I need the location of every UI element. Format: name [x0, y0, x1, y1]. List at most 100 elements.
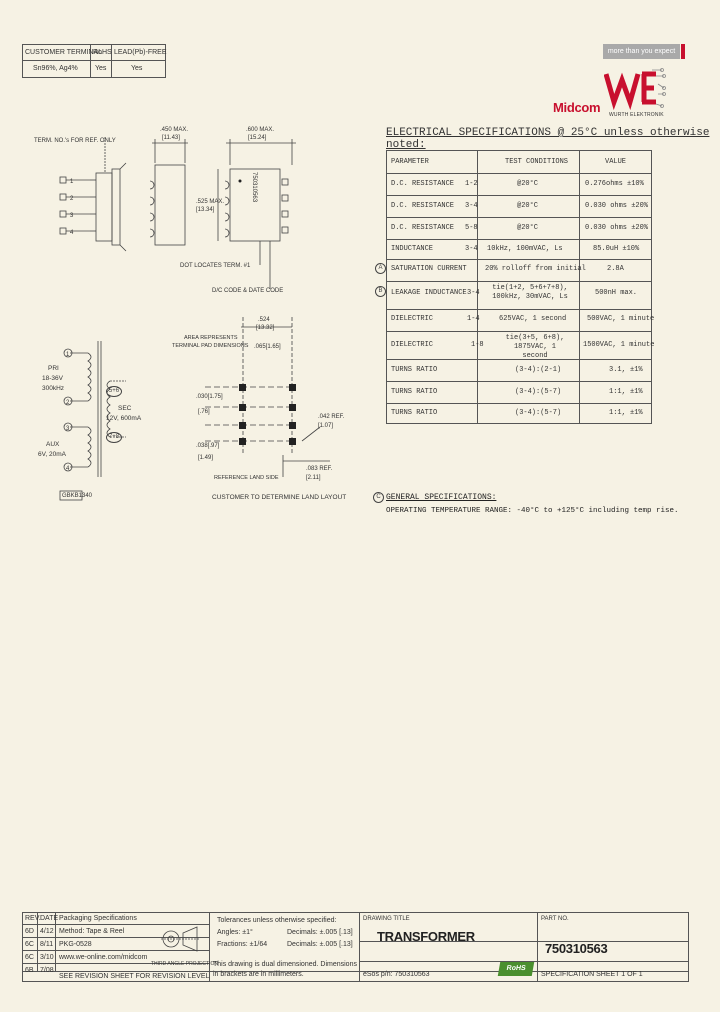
spec-row-9-cond: (3-4):(2-1) [515, 366, 562, 374]
pri-v1: 18-36V [42, 375, 63, 382]
header-col2-val: Yes [95, 65, 107, 72]
tb-rev-1: 6D [25, 928, 34, 935]
spec-row-7-value: 500VAC, 1 minute [587, 315, 655, 323]
spec-row-10-value: 1:1, ±1% [609, 388, 643, 396]
tb-tol-dec2: Decimals: ±.005 [.13] [287, 941, 353, 948]
title-block: REV. DATE Packaging Specifications 6D 4/… [22, 912, 689, 982]
header-col1-val: Sn96%, Ag4% [33, 65, 78, 72]
spec-row-11-value: 1:1, ±1% [609, 409, 643, 417]
dim-525: .525 MAX. [196, 199, 225, 205]
tb-tol-title: Tolerances unless otherwise specified: [217, 917, 337, 924]
pri-label: PRI [48, 365, 59, 372]
spec-row-5-cond: 20% rolloff from initial [485, 265, 586, 273]
tb-rev-desc-4: www.we-online.com/midcom [59, 954, 148, 961]
dim-083: .083 REF.[2.11] [306, 466, 333, 481]
spec-row-3-cond: @20°C [517, 224, 539, 232]
tb-tol-dec1: Decimals: ±.005 [.13] [287, 929, 353, 936]
spec-row-1-pins: 1-2 [465, 180, 478, 188]
dot-note: DOT LOCATES TERM. #1 [180, 263, 251, 269]
spec-row-6-cond: tie(1+2, 5+6+7+8), 100kHz, 30mVAC, Ls [492, 284, 568, 301]
bottom-tag: GBKB1340 [62, 493, 93, 499]
spec-row-7-param: DIELECTRIC [391, 315, 434, 323]
dim-525mm: [13.34] [196, 207, 215, 213]
spec-row-7-pins: 1-4 [467, 315, 480, 323]
svg-text:3: 3 [66, 426, 70, 432]
spec-row-9-value: 3.1, ±1% [609, 366, 643, 374]
spec-row-7-cond: 625VAC, 1 second [499, 315, 567, 323]
spec-head-cond: TEST CONDITIONS [505, 158, 569, 166]
header-col3-head: LEAD(Pb)-FREE [114, 49, 167, 56]
we-logo-icon [604, 68, 666, 110]
tb-rev-desc-2: Method: Tape & Reel [59, 928, 125, 935]
tb-esos: eSos p/n: 750310563 [363, 971, 430, 978]
svg-text:4: 4 [66, 466, 70, 472]
spec-row-1-value: 0.276ohms ±10% [585, 180, 644, 188]
pin-tag-5-6: 5+6 [106, 386, 122, 397]
spec-row-1-cond: @20°C [517, 180, 539, 188]
spec-row-8-param: DIELECTRIC [391, 341, 434, 349]
dim-600mm: [15.24] [248, 135, 267, 141]
tb-rev-head: REV. [25, 915, 41, 922]
tb-date-3: 3/10 [40, 954, 54, 961]
svg-text:1: 1 [66, 352, 70, 358]
pin-tag-7-8: 7+8 [106, 432, 122, 443]
tb-date-2: 8/11 [40, 941, 54, 948]
dim-038: .038[.97] [196, 443, 220, 449]
svg-text:4: 4 [70, 230, 74, 236]
spec-row-10-param: TURNS RATIO [391, 388, 438, 396]
tb-drawing-title: TRANSFORMER [377, 929, 475, 944]
tb-sheet: SPECIFICATION SHEET 1 OF 1 [541, 971, 643, 978]
third-angle-projection-icon [161, 926, 199, 952]
spec-row-3-pins: 5-8 [465, 224, 478, 232]
spec-row-3-param: D.C. RESISTANCE [391, 224, 455, 232]
spec-title: ELECTRICAL SPECIFICATIONS @ 25°C unless … [386, 127, 710, 151]
sec-label: SEC [118, 405, 132, 412]
spec-row-6-value: 500nH max. [595, 289, 638, 297]
spec-row-6-param: LEAKAGE INDUCTANCE [391, 289, 467, 297]
spec-row-2-pins: 3-4 [465, 202, 478, 210]
spec-note-a: A [375, 263, 386, 274]
tb-dual-1: This drawing is dual dimensioned. Dimens… [213, 961, 357, 968]
brand-tagline: more than you expect [603, 44, 680, 59]
dim-450: .450 MAX. [160, 127, 189, 133]
header-col2-head: RoHS [93, 49, 112, 56]
spec-row-2-value: 0.030 ohms ±20% [585, 202, 649, 210]
dim-450mm: [11.43] [162, 135, 180, 141]
spec-row-10-cond: (3-4):(5-7) [515, 388, 562, 396]
spec-row-5-param: SATURATION CURRENT [391, 265, 467, 273]
tb-rev-desc-1: Packaging Specifications [59, 915, 137, 922]
tb-rev-3: 6C [25, 954, 34, 961]
spec-row-4-value: 85.0uH ±10% [593, 245, 640, 253]
date-note: D/C CODE & DATE CODE [212, 288, 284, 294]
spec-row-8-pins: 1-8 [471, 341, 484, 349]
aux-v1: 6V, 20mA [38, 451, 66, 458]
general-title: GENERAL SPECIFICATIONS: [386, 493, 497, 502]
area-note: AREA REPRESENTS [184, 335, 238, 341]
spec-row-2-cond: @20°C [517, 202, 539, 210]
spec-note-b: B [375, 286, 386, 297]
tb-part-no: 750310563 [545, 941, 608, 956]
dim-149: [1.49] [198, 455, 214, 461]
header-table: CUSTOMER TERMINAL RoHS LEAD(Pb)-FREE Sn9… [22, 44, 167, 78]
spec-row-8-cond: tie(3+5, 6+8), 1875VAC, 1 second [505, 334, 565, 360]
dim-030b: [.76] [198, 409, 210, 415]
spec-row-5-value: 2.8A [607, 265, 624, 273]
spec-row-9-param: TURNS RATIO [391, 366, 438, 374]
ref-land: REFERENCE LAND SIDE [214, 475, 279, 481]
tb-tol-frac: Fractions: ±1/64 [217, 941, 268, 948]
tb-dual-2: in brackets are in millimeters. [213, 971, 304, 978]
rohs-logo: RoHS [497, 962, 535, 976]
dim-065: .065[1.65] [254, 344, 281, 350]
general-text: OPERATING TEMPERATURE RANGE: -40°C to +1… [386, 507, 679, 515]
area-note2: TERMINAL PAD DIMENSIONS [172, 343, 249, 349]
spec-row-11-param: TURNS RATIO [391, 409, 438, 417]
general-note: C [373, 492, 384, 503]
header-col1-head: CUSTOMER TERMINAL [25, 49, 103, 56]
part-vertical: 750310563 [251, 172, 257, 203]
tb-rev-4: 6B [25, 967, 34, 974]
tb-rev-2: 6C [25, 941, 34, 948]
tb-third-angle: THIRD ANGLE PROJECTION [151, 961, 218, 967]
dim-042: .042 REF.[1.07] [318, 414, 345, 429]
spec-table: PARAMETER TEST CONDITIONS VALUE D.C. RES… [386, 150, 655, 424]
